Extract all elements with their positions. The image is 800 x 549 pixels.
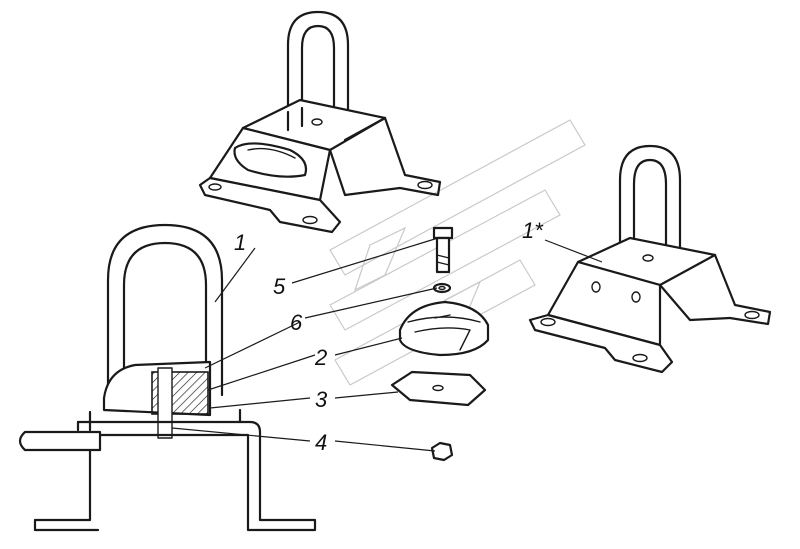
support-plate [390,370,487,407]
callout-5: 5 [273,274,286,299]
callout-1-star: 1* [522,218,544,243]
callout-2: 2 [314,345,327,370]
rubber-cushion [398,300,490,357]
callout-3: 3 [315,387,328,412]
bolt [432,226,454,274]
washer [432,282,452,294]
callout-6: 6 [290,310,303,335]
bracket-right [528,144,772,374]
bracket-assembled-section [18,223,317,532]
callout-leaders [171,237,603,452]
callout-4: 4 [315,430,327,455]
nut [430,441,454,462]
bracket-top [198,10,442,234]
callout-1: 1 [234,230,246,255]
